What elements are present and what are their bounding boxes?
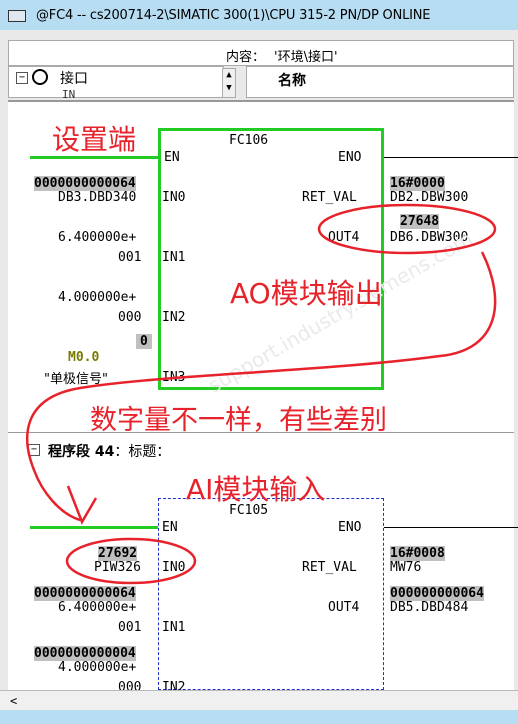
annotation-difference: 数字量不一样，有些差别 <box>90 405 387 436</box>
segment-divider <box>8 432 514 433</box>
fc106-in2-value: 4.000000e+ <box>58 290 137 305</box>
in0-highlight-ellipse <box>65 537 197 585</box>
fc105-name: FC105 <box>229 503 269 518</box>
fc105-out4: OUT4 <box>328 600 360 615</box>
fc105-in0-addr[interactable]: PIW326 <box>94 560 141 575</box>
name-column-header: 名称 <box>278 73 306 89</box>
interface-icon <box>32 69 48 85</box>
fc105-in2-num: 4.000000e+ <box>58 660 137 675</box>
scroll-left-icon[interactable]: < <box>10 694 18 708</box>
fc105-block[interactable] <box>158 498 384 690</box>
annotation-ai-input: AI模块输入 <box>186 473 326 506</box>
fc105-in1-value: 0000000000064 <box>34 586 136 601</box>
fc105-in0-value: 27692 <box>98 546 138 561</box>
out4-highlight-ellipse <box>317 203 497 255</box>
window-title: @FC4 -- cs200714-2\SIMATIC 300(1)\CPU 31… <box>36 8 431 23</box>
fc106-in1-addr[interactable]: 001 <box>118 250 142 265</box>
connector-arrow <box>26 251 497 522</box>
fc106-in2-addr[interactable]: 000 <box>118 310 142 325</box>
content-path: '环境\接口' <box>274 50 338 65</box>
fc106-en: EN <box>164 150 180 165</box>
fc106-name: FC106 <box>229 133 269 148</box>
fc106-in3-symbol[interactable]: "单极信号" <box>44 372 108 387</box>
fc106-ret-value: 16#0000 <box>390 176 445 191</box>
eno-line-2 <box>384 527 518 528</box>
fc106-ret-addr[interactable]: DB2.DBW300 <box>390 190 469 205</box>
window-icon <box>8 10 26 22</box>
tree-item-in[interactable]: IN <box>62 88 76 101</box>
fc106-eno: ENO <box>338 150 362 165</box>
horizontal-scrollbar[interactable] <box>0 690 518 711</box>
fc105-in0: IN0 <box>162 560 186 575</box>
annotation-setpoint: 设置端 <box>52 123 137 156</box>
collapse-icon[interactable]: − <box>16 72 28 84</box>
tree-item-interface[interactable]: 接口 <box>60 71 88 87</box>
fc106-in2: IN2 <box>162 310 186 325</box>
content-label: 内容： <box>226 50 266 65</box>
fc106-out4-value: 27648 <box>400 214 440 229</box>
fc105-in1-addr[interactable]: 001 <box>118 620 142 635</box>
power-rail-1 <box>30 156 158 159</box>
content-header <box>8 40 514 66</box>
eno-line-1 <box>384 157 518 158</box>
fc105-in1: IN1 <box>162 620 186 635</box>
power-rail-2 <box>30 526 158 529</box>
fc105-in2-value: 0000000000004 <box>34 646 136 661</box>
fc105-eno: ENO <box>338 520 362 535</box>
fc106-in3-bit[interactable]: M0.0 <box>68 350 100 365</box>
title-bar <box>0 0 518 30</box>
fc106-in0-addr[interactable]: DB3.DBD340 <box>58 190 137 205</box>
fc106-out4: OUT4 <box>328 230 360 245</box>
fc105-out4-addr[interactable]: DB5.DBD484 <box>390 600 469 615</box>
fc105-en: EN <box>162 520 178 535</box>
fc106-in0: IN0 <box>162 190 186 205</box>
segment-title: 程序段 44：标题： <box>48 444 171 460</box>
arrowhead <box>66 485 98 525</box>
fc105-in1-num: 6.400000e+ <box>58 600 137 615</box>
fc105-ret-val: RET_VAL <box>302 560 357 575</box>
fc106-in0-value: 0000000000064 <box>34 176 136 191</box>
fc106-out4-addr[interactable]: DB6.DBW300 <box>390 230 469 245</box>
status-strip <box>0 710 518 724</box>
name-pane <box>246 66 514 98</box>
annotation-ao-output: AO模块输出 <box>230 277 383 310</box>
fc106-in1-value: 6.400000e+ <box>58 230 137 245</box>
fc105-ret-addr[interactable]: MW76 <box>390 560 422 575</box>
fc105-out4-value: 000000000064 <box>390 586 484 601</box>
fc106-block[interactable] <box>158 128 384 390</box>
fc106-in3-value: 0 <box>136 334 152 349</box>
fc105-ret-value: 16#0008 <box>390 546 445 561</box>
fc106-ret-val: RET_VAL <box>302 190 357 205</box>
fc106-in1: IN1 <box>162 250 186 265</box>
tree-scrollbar[interactable]: ▲▼ <box>222 68 236 98</box>
